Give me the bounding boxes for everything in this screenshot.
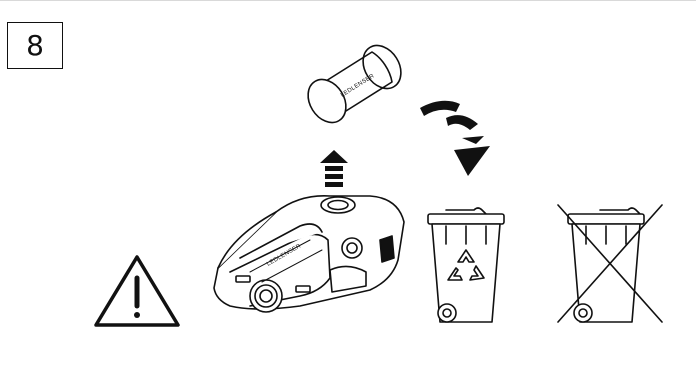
arrow-up-icon [320, 150, 348, 187]
step-number-box: 8 [7, 22, 63, 69]
recycle-bin-icon [427, 207, 505, 323]
recycle-icon [447, 249, 485, 281]
crossed-out-bin-icon [557, 204, 663, 323]
battery-removed: LEDLENSER [307, 44, 402, 124]
top-divider [0, 0, 696, 1]
warning-triangle-icon [94, 255, 180, 327]
battery-holder: LEDLENSER [213, 195, 405, 313]
curved-arrow-icon [420, 100, 490, 176]
step-number: 8 [26, 29, 44, 62]
